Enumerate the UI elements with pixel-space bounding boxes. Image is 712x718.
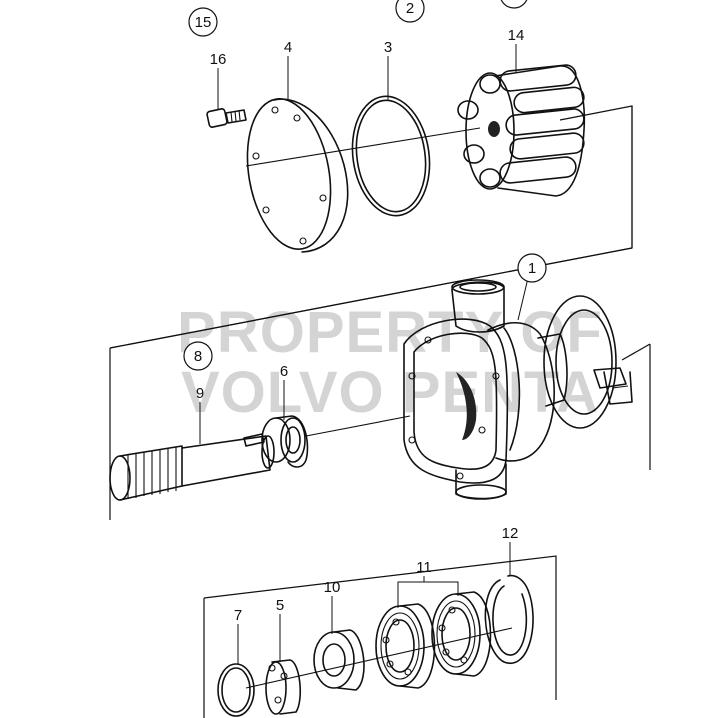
- callout-circle-15: [188, 7, 218, 37]
- bolt-part-16: [206, 108, 247, 128]
- label-part-1: 1: [528, 260, 536, 277]
- callout-numbers: 15 2 13 16 4 3 14 1 8 9 6 7 5 10 11 12: [183, 0, 547, 624]
- impeller-part-14: [457, 64, 586, 197]
- watermark-line-1: PROPERTY OF: [177, 300, 603, 365]
- label-part-11: 11: [416, 559, 432, 576]
- assembly-frame-bottom: [203, 555, 557, 718]
- bearing-part-11a: [375, 603, 436, 689]
- pump-housing-part-1: [403, 279, 633, 500]
- axis-line-bottom: [245, 627, 513, 689]
- bearing-part-11b: [431, 591, 492, 677]
- label-part-15: 15: [195, 14, 212, 31]
- label-part-2: 2: [406, 0, 414, 17]
- axis-line-middle: [305, 415, 411, 437]
- axis-line-top: [245, 127, 481, 167]
- assembly-frame-middle: [109, 343, 651, 520]
- o-ring-part-3: [351, 95, 431, 217]
- watermark: PROPERTY OF VOLVO PENTA: [177, 300, 603, 425]
- label-part-5: 5: [276, 597, 284, 614]
- callout-circle-8: [183, 341, 213, 371]
- label-part-4: 4: [284, 39, 292, 56]
- callout-circle-13: [500, 0, 528, 9]
- cover-plate-part-4: [246, 98, 349, 253]
- label-part-7: 7: [234, 607, 242, 624]
- label-part-14: 14: [508, 27, 525, 44]
- callout-circle-1: [517, 253, 547, 283]
- seal-ring-part-10: [313, 629, 365, 691]
- label-part-3: 3: [384, 39, 392, 56]
- label-part-6: 6: [280, 363, 288, 380]
- circlip-part-12: [484, 574, 534, 665]
- label-part-10: 10: [324, 579, 341, 596]
- seal-part-6: [261, 415, 309, 468]
- label-part-8: 8: [194, 348, 202, 365]
- watermark-line-2: VOLVO PENTA: [181, 360, 599, 425]
- label-part-12: 12: [502, 525, 519, 542]
- seal-carrier-part-5: [265, 659, 302, 715]
- label-part-16: 16: [210, 51, 227, 68]
- label-part-13: 13: [506, 0, 523, 3]
- o-ring-part-7: [217, 663, 255, 717]
- callout-circle-2: [395, 0, 425, 23]
- shaft-part-9: [109, 433, 275, 501]
- label-part-9: 9: [196, 385, 204, 402]
- leader-lines: [199, 44, 529, 664]
